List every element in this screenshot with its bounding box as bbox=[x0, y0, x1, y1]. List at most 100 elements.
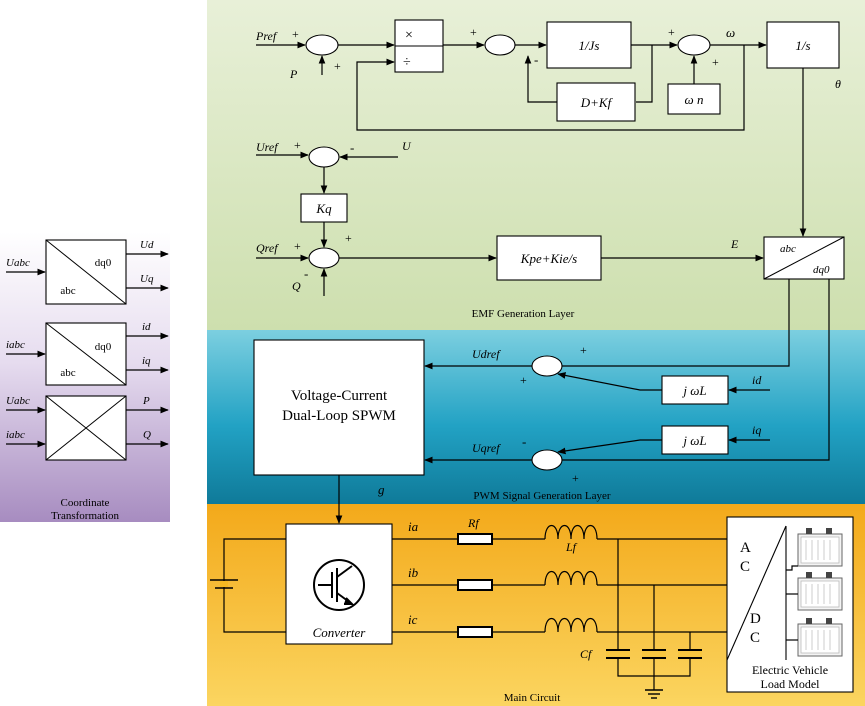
damping-block bbox=[556, 82, 636, 122]
spwm-label-1: Voltage-Current bbox=[291, 388, 388, 404]
ev-battery-icon-1 bbox=[797, 528, 843, 567]
uq-plus-bottom: + bbox=[572, 471, 579, 485]
uqref-label: Uqref bbox=[472, 441, 501, 455]
igbt-icon bbox=[313, 559, 365, 611]
block2-abc-label: abc bbox=[60, 367, 75, 379]
udref-sum-junction bbox=[531, 355, 563, 377]
coordinate-panel-title-1: Coordinate bbox=[61, 497, 110, 509]
q-minus: - bbox=[304, 266, 308, 281]
divide-symbol: ÷ bbox=[403, 55, 411, 70]
ud-plus-top: + bbox=[580, 343, 587, 357]
power-sum-junction bbox=[305, 34, 339, 56]
coordinate-panel-title-2: Transformation bbox=[51, 510, 120, 522]
uref-label: Uref bbox=[256, 140, 279, 154]
lf-label: Lf bbox=[565, 540, 578, 554]
block1-abc-label: abc bbox=[60, 285, 75, 297]
cf-label: Cf bbox=[580, 647, 593, 661]
p-plus: + bbox=[334, 59, 341, 73]
ic-label: ic bbox=[408, 612, 418, 627]
kq-plus: + bbox=[345, 231, 352, 245]
resistor-c bbox=[457, 626, 493, 638]
block3-input2-label: iabc bbox=[6, 429, 25, 441]
block2-dq0-label: dq0 bbox=[95, 341, 112, 353]
sum3-plus-left: + bbox=[668, 25, 675, 39]
rf-label: Rf bbox=[467, 516, 480, 530]
block3-out1-label: P bbox=[142, 395, 150, 407]
block1-input-label: Uabc bbox=[6, 257, 30, 269]
block1-dq0-label: dq0 bbox=[95, 257, 112, 269]
uref-plus: + bbox=[294, 138, 301, 152]
q-feedback-label: Q bbox=[292, 279, 301, 293]
dq0-label: dq0 bbox=[813, 264, 830, 276]
inertia-label: 1/Js bbox=[579, 38, 600, 53]
qref-label: Qref bbox=[256, 241, 279, 255]
voltage-sum-junction bbox=[308, 146, 340, 168]
block2-out1-label: id bbox=[142, 321, 151, 333]
spwm-label-2: Dual-Loop SPWM bbox=[282, 408, 396, 424]
emf-layer: Pref + P + × ÷ + 1/Js D+Kf - + ω n + ω bbox=[255, 19, 845, 320]
theta-label: θ bbox=[835, 77, 841, 91]
block2-out2-label: iq bbox=[142, 355, 151, 367]
inertia-block bbox=[546, 21, 632, 69]
pi-controller-label: Kpe+Kie/s bbox=[520, 251, 577, 266]
omega-sum-junction bbox=[677, 34, 711, 56]
ev-label-1: Electric Vehicle bbox=[752, 663, 828, 677]
ia-label: ia bbox=[408, 519, 419, 534]
damping-minus: - bbox=[534, 52, 538, 67]
iq-input-label: iq bbox=[752, 423, 761, 437]
ac-label-a: A bbox=[740, 540, 751, 556]
u-minus: - bbox=[350, 140, 354, 155]
inductor-c bbox=[544, 617, 598, 633]
block3-input1-label: Uabc bbox=[6, 395, 30, 407]
spwm-block bbox=[253, 339, 425, 476]
ud-plus-left: + bbox=[520, 373, 527, 387]
block2-input-label: iabc bbox=[6, 339, 25, 351]
main-circuit: Converter ia ib ic Rf Lf bbox=[210, 516, 854, 704]
coordinate-panel: dq0 abc Uabc Ud Uq dq0 abc iabc id iq Ua… bbox=[6, 239, 169, 522]
inductor-a bbox=[544, 524, 598, 540]
resistor-b bbox=[457, 579, 493, 591]
omega-n-block bbox=[667, 83, 721, 115]
capacitor-a bbox=[606, 649, 630, 659]
main-circuit-title: Main Circuit bbox=[504, 692, 561, 704]
pwm-layer-title: PWM Signal Generation Layer bbox=[473, 490, 610, 502]
torque-sum-junction bbox=[484, 34, 516, 56]
sum2-plus: + bbox=[470, 25, 477, 39]
kq-label: Kq bbox=[315, 201, 332, 216]
multiply-symbol: × bbox=[405, 28, 413, 43]
id-input-label: id bbox=[752, 373, 762, 387]
abc-label: abc bbox=[780, 243, 796, 255]
dc-label-d: D bbox=[750, 611, 761, 627]
capacitor-b bbox=[642, 649, 666, 659]
block1-out1-label: Ud bbox=[140, 239, 154, 251]
reactive-sum-junction bbox=[308, 247, 340, 269]
emf-layer-title: EMF Generation Layer bbox=[472, 308, 575, 320]
resistor-a bbox=[457, 533, 493, 545]
ac-label-c: C bbox=[740, 559, 750, 575]
kq-block bbox=[300, 193, 348, 223]
converter-block bbox=[285, 523, 393, 645]
p-feedback-label: P bbox=[289, 67, 298, 81]
dc-label-c: C bbox=[750, 630, 760, 646]
ev-battery-icon-3 bbox=[797, 618, 843, 657]
pi-controller-block bbox=[496, 235, 602, 281]
pref-label: Pref bbox=[255, 29, 278, 43]
converter-label: Converter bbox=[313, 625, 367, 640]
ev-label-2: Load Model bbox=[761, 677, 821, 691]
ground-icon bbox=[645, 689, 663, 699]
inductor-b bbox=[544, 570, 598, 586]
integrator-block bbox=[766, 21, 840, 69]
jwl-d-label: j ωL bbox=[681, 383, 706, 398]
e-label: E bbox=[730, 237, 739, 251]
uqref-sum-junction bbox=[531, 449, 563, 471]
omega-label: ω bbox=[726, 25, 735, 40]
pref-plus: + bbox=[292, 27, 299, 41]
udref-label: Udref bbox=[472, 347, 501, 361]
qref-plus: + bbox=[294, 239, 301, 253]
jwl-block-q bbox=[661, 425, 729, 455]
capacitor-c bbox=[678, 649, 702, 659]
jwl-q-label: j ωL bbox=[681, 433, 706, 448]
pwm-layer: + + - + j ωL j ωL id iq Udref Uqref Volt… bbox=[253, 279, 830, 524]
ib-label: ib bbox=[408, 565, 419, 580]
damping-label: D+Kf bbox=[580, 95, 614, 110]
